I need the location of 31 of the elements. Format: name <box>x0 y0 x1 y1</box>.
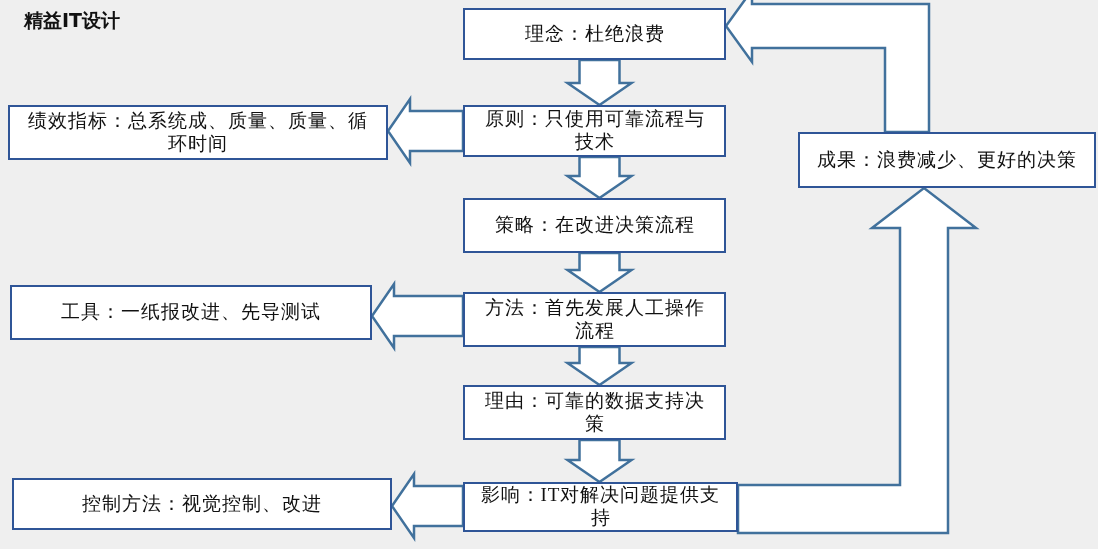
box-text: 方法：首先发展人工操作流程 <box>483 296 706 343</box>
box-text: 理由：可靠的数据支持决策 <box>483 389 706 436</box>
block-arrow <box>390 469 465 543</box>
process-box <box>463 198 726 253</box>
box-text: 原则：只使用可靠流程与技术 <box>483 108 706 154</box>
box-text: 控制方法：视觉控制、改进 <box>82 492 322 516</box>
block-arrow <box>563 58 636 107</box>
process-box <box>463 482 738 532</box>
block-arrow <box>370 279 465 353</box>
block-arrow <box>736 186 980 535</box>
block-arrow <box>386 94 465 168</box>
block-arrow <box>563 155 636 200</box>
process-box <box>8 105 388 160</box>
process-box <box>10 285 372 340</box>
block-arrow <box>563 251 636 294</box>
box-text: 影响：IT对解决问题提供支持 <box>479 484 722 530</box>
box-text: 绩效指标：总系统成、质量、质量、循环时间 <box>27 109 369 156</box>
block-arrow <box>563 438 636 484</box>
process-box <box>12 478 392 530</box>
box-text: 成果：浪费减少、更好的决策 <box>817 148 1077 172</box>
block-arrow <box>563 345 636 387</box>
diagram-title: 精益IT设计 <box>24 8 121 33</box>
process-box <box>798 132 1096 188</box>
box-text: 工具：一纸报改进、先导测试 <box>61 301 321 324</box>
block-arrow <box>724 0 931 134</box>
process-box <box>463 8 726 60</box>
process-box <box>463 105 726 157</box>
process-box <box>463 385 726 440</box>
box-text: 理念：杜绝浪费 <box>524 22 665 46</box>
box-text: 策略：在改进决策流程 <box>494 214 695 237</box>
process-box <box>463 292 726 347</box>
